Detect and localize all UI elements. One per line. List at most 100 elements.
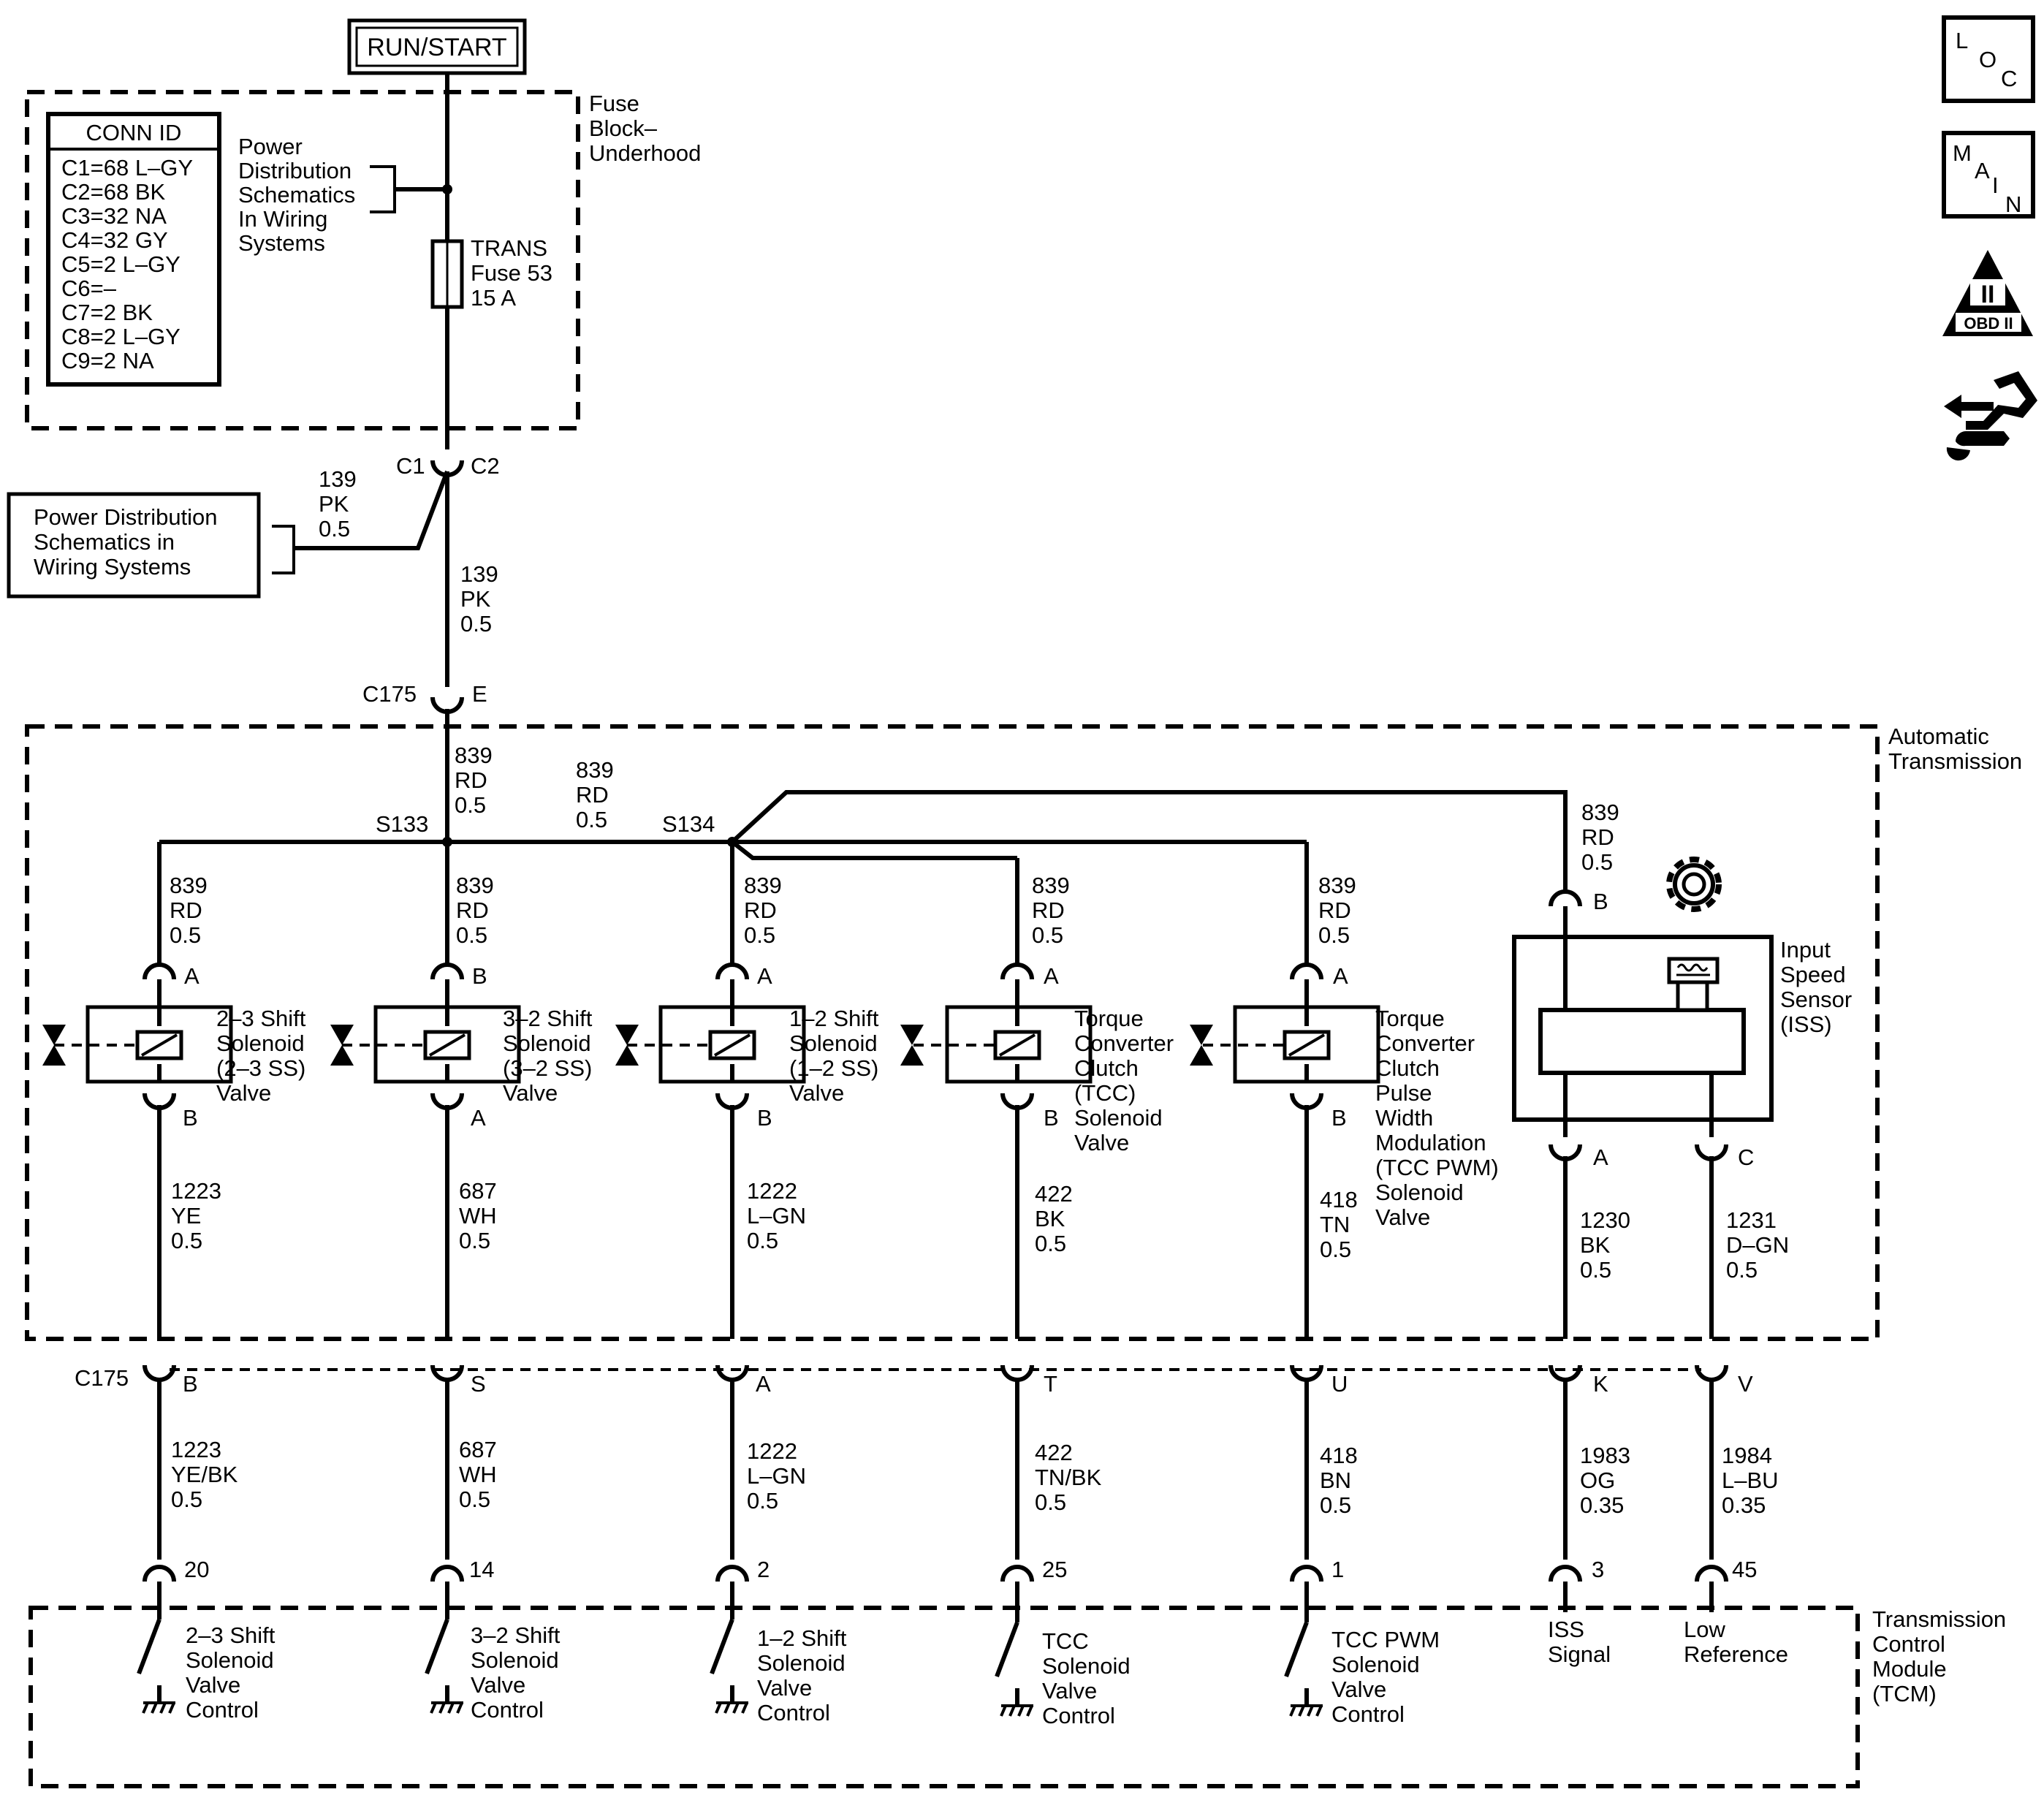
conn-id-row: C1=68 L–GY	[61, 155, 193, 181]
svg-text:422: 422	[1035, 1181, 1073, 1207]
wire-c-label: 1231 D–GN 0.5	[1726, 1207, 1789, 1283]
connector-tool-icon[interactable]	[1944, 371, 2037, 461]
svg-text:L: L	[1956, 28, 1968, 53]
svg-text:Automatic: Automatic	[1888, 724, 1989, 749]
svg-text:RD: RD	[455, 767, 487, 793]
loc-icon[interactable]: L O C	[1942, 15, 2035, 103]
svg-text:OG: OG	[1580, 1468, 1615, 1493]
svg-text:Reference: Reference	[1684, 1641, 1788, 1667]
bottom-wire-label: 1223 YE 0.5	[171, 1178, 221, 1253]
svg-text:418: 418	[1320, 1443, 1358, 1468]
svg-text:687: 687	[459, 1437, 497, 1462]
svg-text:418: 418	[1320, 1187, 1358, 1212]
svg-text:0.5: 0.5	[1320, 1492, 1351, 1518]
svg-text:0.35: 0.35	[1722, 1492, 1766, 1518]
main-icon[interactable]: M A I N	[1942, 131, 2035, 219]
svg-text:RUN/START: RUN/START	[367, 34, 506, 61]
svg-text:Transmission: Transmission	[1888, 748, 2022, 774]
svg-text:RD: RD	[456, 897, 489, 923]
svg-text:839: 839	[1318, 873, 1356, 898]
svg-text:0.5: 0.5	[747, 1228, 778, 1253]
svg-text:0.5: 0.5	[319, 516, 350, 542]
conn-id-table: CONN ID C1=68 L–GY C2=68 BK C3=32 NA C4=…	[46, 112, 221, 387]
c175-bottom-label: C175	[75, 1365, 129, 1391]
svg-text:L–BU: L–BU	[1722, 1468, 1779, 1493]
svg-text:0.5: 0.5	[1580, 1257, 1611, 1283]
svg-text:Solenoid: Solenoid	[471, 1647, 559, 1673]
svg-text:Valve: Valve	[216, 1080, 271, 1106]
wire-839-main-label: 839 RD 0.5	[455, 743, 493, 818]
gear-icon	[1666, 857, 1722, 912]
svg-text:839: 839	[744, 873, 782, 898]
tcm-label: Transmission Control Module (TCM)	[1872, 1606, 2006, 1706]
svg-text:Systems: Systems	[238, 230, 325, 256]
svg-text:Sensor: Sensor	[1780, 987, 1852, 1012]
svg-text:20: 20	[184, 1557, 209, 1582]
svg-text:C175: C175	[362, 681, 417, 707]
svg-text:0.5: 0.5	[1320, 1237, 1351, 1262]
svg-text:0.5: 0.5	[171, 1487, 202, 1512]
svg-text:WH: WH	[459, 1203, 497, 1229]
svg-text:Solenoid: Solenoid	[216, 1030, 305, 1056]
svg-text:(1–2 SS): (1–2 SS)	[789, 1055, 878, 1081]
power-distribution-ref-inner[interactable]: Power Distribution Schematics In Wiring …	[238, 134, 452, 256]
solenoid-name: Torque	[1375, 1006, 1445, 1031]
svg-text:Clutch: Clutch	[1375, 1055, 1440, 1081]
bottom-wire-label: 422 BK 0.5	[1035, 1181, 1073, 1256]
valve-symbol	[615, 1025, 639, 1066]
solenoid-name: Torque	[1074, 1006, 1144, 1031]
svg-text:(3–2 SS): (3–2 SS)	[503, 1055, 592, 1081]
svg-text:T: T	[1044, 1371, 1057, 1397]
svg-text:Distribution: Distribution	[238, 158, 352, 183]
svg-text:1223: 1223	[171, 1437, 221, 1462]
svg-text:687: 687	[459, 1178, 497, 1204]
svg-text:Clutch: Clutch	[1074, 1055, 1139, 1081]
svg-text:Valve: Valve	[1331, 1677, 1386, 1702]
svg-text:1984: 1984	[1722, 1443, 1772, 1468]
svg-text:V: V	[1738, 1371, 1753, 1397]
svg-text:1–2 Shift: 1–2 Shift	[757, 1625, 847, 1651]
bottom-pin: B	[1044, 1105, 1059, 1131]
svg-text:TCC PWM: TCC PWM	[1331, 1627, 1440, 1652]
svg-text:TCC: TCC	[1042, 1628, 1089, 1654]
svg-text:Valve: Valve	[1074, 1130, 1129, 1155]
valve-symbol	[42, 1025, 66, 1066]
tcm-boundary	[29, 1606, 1860, 1788]
svg-text:Pulse: Pulse	[1375, 1080, 1432, 1106]
svg-text:(2–3 SS): (2–3 SS)	[216, 1055, 305, 1081]
power-distribution-ref-left[interactable]: Power Distribution Schematics in Wiring …	[7, 470, 449, 599]
svg-text:139: 139	[319, 466, 357, 492]
tcm-switches	[137, 1582, 1714, 1717]
svg-text:Valve: Valve	[471, 1672, 525, 1698]
svg-text:839: 839	[1581, 800, 1619, 825]
top-pin: B	[472, 963, 487, 989]
tcm-pins: 20 14 2 25 1 3 45	[143, 1557, 1757, 1582]
automatic-transmission-boundary	[25, 724, 1880, 1341]
conn-id-row: C7=2 BK	[61, 300, 153, 325]
automatic-transmission-label: Automatic Transmission	[1888, 724, 2022, 774]
svg-text:Control: Control	[1042, 1703, 1115, 1728]
svg-text:Solenoid: Solenoid	[1375, 1180, 1464, 1205]
svg-text:In Wiring: In Wiring	[238, 206, 327, 232]
svg-text:1222: 1222	[747, 1438, 797, 1464]
wire-139-branch-label: 139 PK 0.5	[319, 466, 357, 542]
svg-text:C1: C1	[396, 453, 425, 479]
svg-text:RD: RD	[170, 897, 202, 923]
svg-text:Fuse: Fuse	[589, 91, 639, 116]
svg-text:Control: Control	[1872, 1631, 1945, 1657]
pin-c: C	[1738, 1144, 1754, 1170]
top-pin: A	[1044, 963, 1059, 989]
svg-text:3: 3	[1592, 1557, 1604, 1582]
svg-text:0.5: 0.5	[747, 1488, 778, 1514]
obd-ii-icon[interactable]: II OBD II	[1942, 250, 2033, 336]
bottom-wire-label: 1222 L–GN 0.5	[747, 1178, 806, 1253]
svg-text:839: 839	[576, 757, 614, 783]
svg-text:E: E	[472, 681, 487, 707]
svg-text:1222: 1222	[747, 1178, 797, 1204]
svg-text:I: I	[1992, 172, 1999, 198]
svg-text:0.5: 0.5	[1035, 1489, 1066, 1515]
conn-id-row: C3=32 NA	[61, 203, 167, 229]
svg-text:C: C	[2001, 66, 2017, 91]
svg-text:Valve: Valve	[1042, 1678, 1097, 1704]
svg-text:Valve: Valve	[1375, 1204, 1430, 1230]
